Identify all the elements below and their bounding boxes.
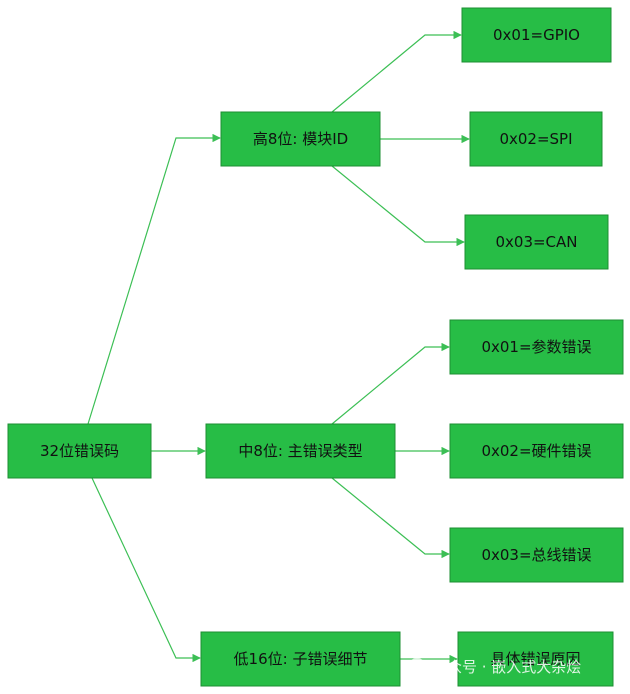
node-hw: 0x02=硬件错误 bbox=[449, 423, 624, 479]
node-low-label: 低16位: 子错误细节 bbox=[234, 650, 368, 668]
edge-root-low bbox=[91, 477, 201, 663]
edges bbox=[87, 30, 470, 664]
edge-mid-bus bbox=[331, 477, 450, 559]
edge-high-gpio bbox=[331, 30, 462, 113]
node-low: 低16位: 子错误细节 bbox=[200, 631, 401, 687]
wechat-logo-icon bbox=[408, 658, 426, 676]
node-detail-label: 具体错误原因 bbox=[490, 650, 580, 668]
node-mid-label: 中8位: 主错误类型 bbox=[238, 442, 362, 460]
node-detail: 具体错误原因 bbox=[457, 631, 614, 687]
node-root-label: 32位错误码 bbox=[40, 442, 119, 460]
watermark: 公众号 · 嵌入式大杂烩 bbox=[408, 658, 581, 676]
node-can: 0x03=CAN bbox=[464, 214, 609, 270]
node-root: 32位错误码 bbox=[7, 423, 152, 479]
node-mid: 中8位: 主错误类型 bbox=[205, 423, 396, 479]
edge-root-high bbox=[87, 133, 221, 425]
node-param: 0x01=参数错误 bbox=[449, 319, 624, 375]
node-high-label: 高8位: 模块ID bbox=[253, 130, 348, 148]
watermark-text: 公众号 · 嵌入式大杂烩 bbox=[432, 658, 581, 676]
edge-mid-param bbox=[331, 342, 450, 425]
node-can-label: 0x03=CAN bbox=[495, 233, 577, 251]
node-gpio-label: 0x01=GPIO bbox=[493, 26, 580, 44]
node-high: 高8位: 模块ID bbox=[220, 111, 381, 167]
node-spi-label: 0x02=SPI bbox=[499, 130, 572, 148]
node-hw-label: 0x02=硬件错误 bbox=[481, 442, 591, 460]
node-bus-label: 0x03=总线错误 bbox=[481, 546, 591, 564]
node-gpio: 0x01=GPIO bbox=[461, 7, 612, 63]
edge-high-can bbox=[331, 165, 465, 247]
node-spi: 0x02=SPI bbox=[469, 111, 603, 167]
node-param-label: 0x01=参数错误 bbox=[481, 338, 591, 356]
node-bus: 0x03=总线错误 bbox=[449, 527, 624, 583]
